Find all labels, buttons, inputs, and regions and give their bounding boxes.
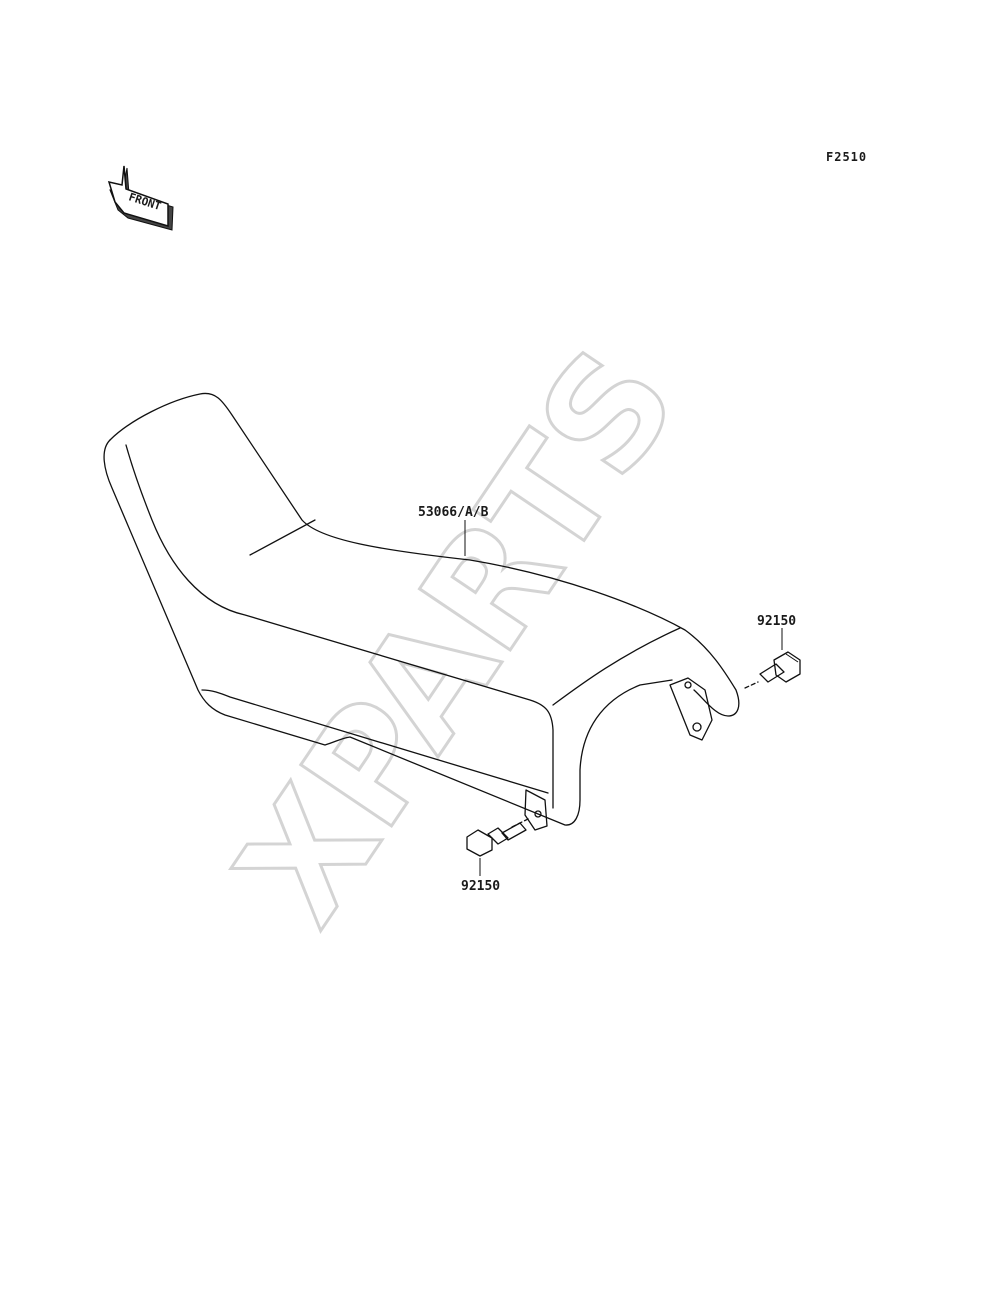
bolt-right-drawing: [744, 651, 801, 689]
figure-code: F2510: [826, 150, 867, 164]
watermark-text: XPARTS: [205, 320, 711, 954]
bolt-left-drawing: [466, 817, 531, 857]
part-label-bolt-right[interactable]: 92150: [757, 614, 796, 629]
part-label-bolt-left[interactable]: 92150: [461, 879, 500, 894]
watermark: XPARTS: [203, 318, 712, 955]
part-label-seat[interactable]: 53066/A/B: [418, 505, 489, 520]
front-arrow-icon: FRONT: [107, 165, 174, 231]
seat-drawing: [103, 392, 740, 831]
